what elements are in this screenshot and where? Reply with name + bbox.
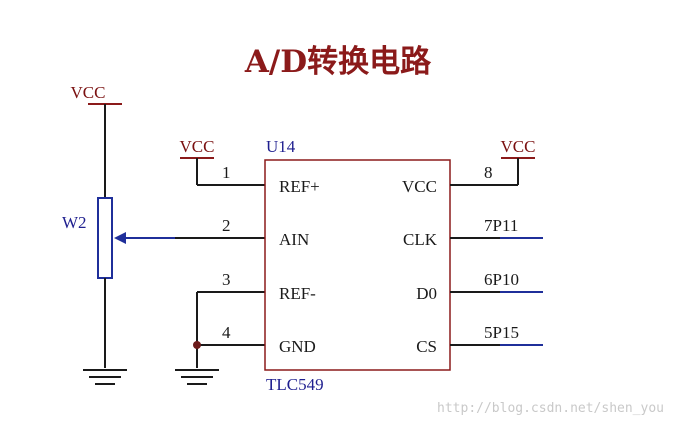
net-d0: 6P10 xyxy=(450,270,543,293)
pin-name: REF+ xyxy=(279,177,320,196)
cs-net-label: 5P15 xyxy=(484,323,519,342)
pot-body xyxy=(97,197,113,279)
diagram-title: A/D转换电路 xyxy=(244,44,432,80)
potentiometer-w2: VCC W2 xyxy=(62,83,127,385)
pin-name: AIN xyxy=(279,230,309,249)
chip-ref: U14 xyxy=(266,137,296,156)
vcc-label: VCC xyxy=(501,137,536,156)
ref-plus-vcc-label: VCC xyxy=(180,137,215,156)
net-cs: 5P15 xyxy=(450,323,543,346)
pot-vcc-label: VCC xyxy=(71,83,106,102)
net-clk: 7P11 xyxy=(450,216,543,239)
pin-name: GND xyxy=(279,337,316,356)
chip-part: TLC549 xyxy=(266,375,324,394)
chip-tlc549: U14 TLC549 1 REF+ 2 AIN 3 REF- 4 GND VCC… xyxy=(222,137,451,394)
pin-name: REF- xyxy=(279,284,316,303)
ref-plus-supply: VCC xyxy=(180,137,265,186)
d0-net-label: 6P10 xyxy=(484,270,519,289)
chip-body xyxy=(264,159,451,371)
pot-wiper-arrow xyxy=(114,232,126,244)
ref-minus-gnd-network xyxy=(175,291,265,385)
pin-name: VCC xyxy=(402,177,437,196)
vcc-supply: VCC 8 xyxy=(450,137,536,186)
pin-name: CS xyxy=(416,337,437,356)
junction-dot xyxy=(193,341,201,349)
pin-name: CLK xyxy=(403,230,438,249)
watermark: http://blog.csdn.net/shen_you xyxy=(437,401,664,416)
pin-number: 8 xyxy=(484,163,493,182)
clk-net-label: 7P11 xyxy=(484,216,518,235)
pot-label: W2 xyxy=(62,213,87,232)
pin-number: 3 xyxy=(222,270,231,289)
pin-number: 2 xyxy=(222,216,231,235)
pin-number: 1 xyxy=(222,163,231,182)
pin-name: D0 xyxy=(416,284,437,303)
pin-number: 4 xyxy=(222,323,231,342)
